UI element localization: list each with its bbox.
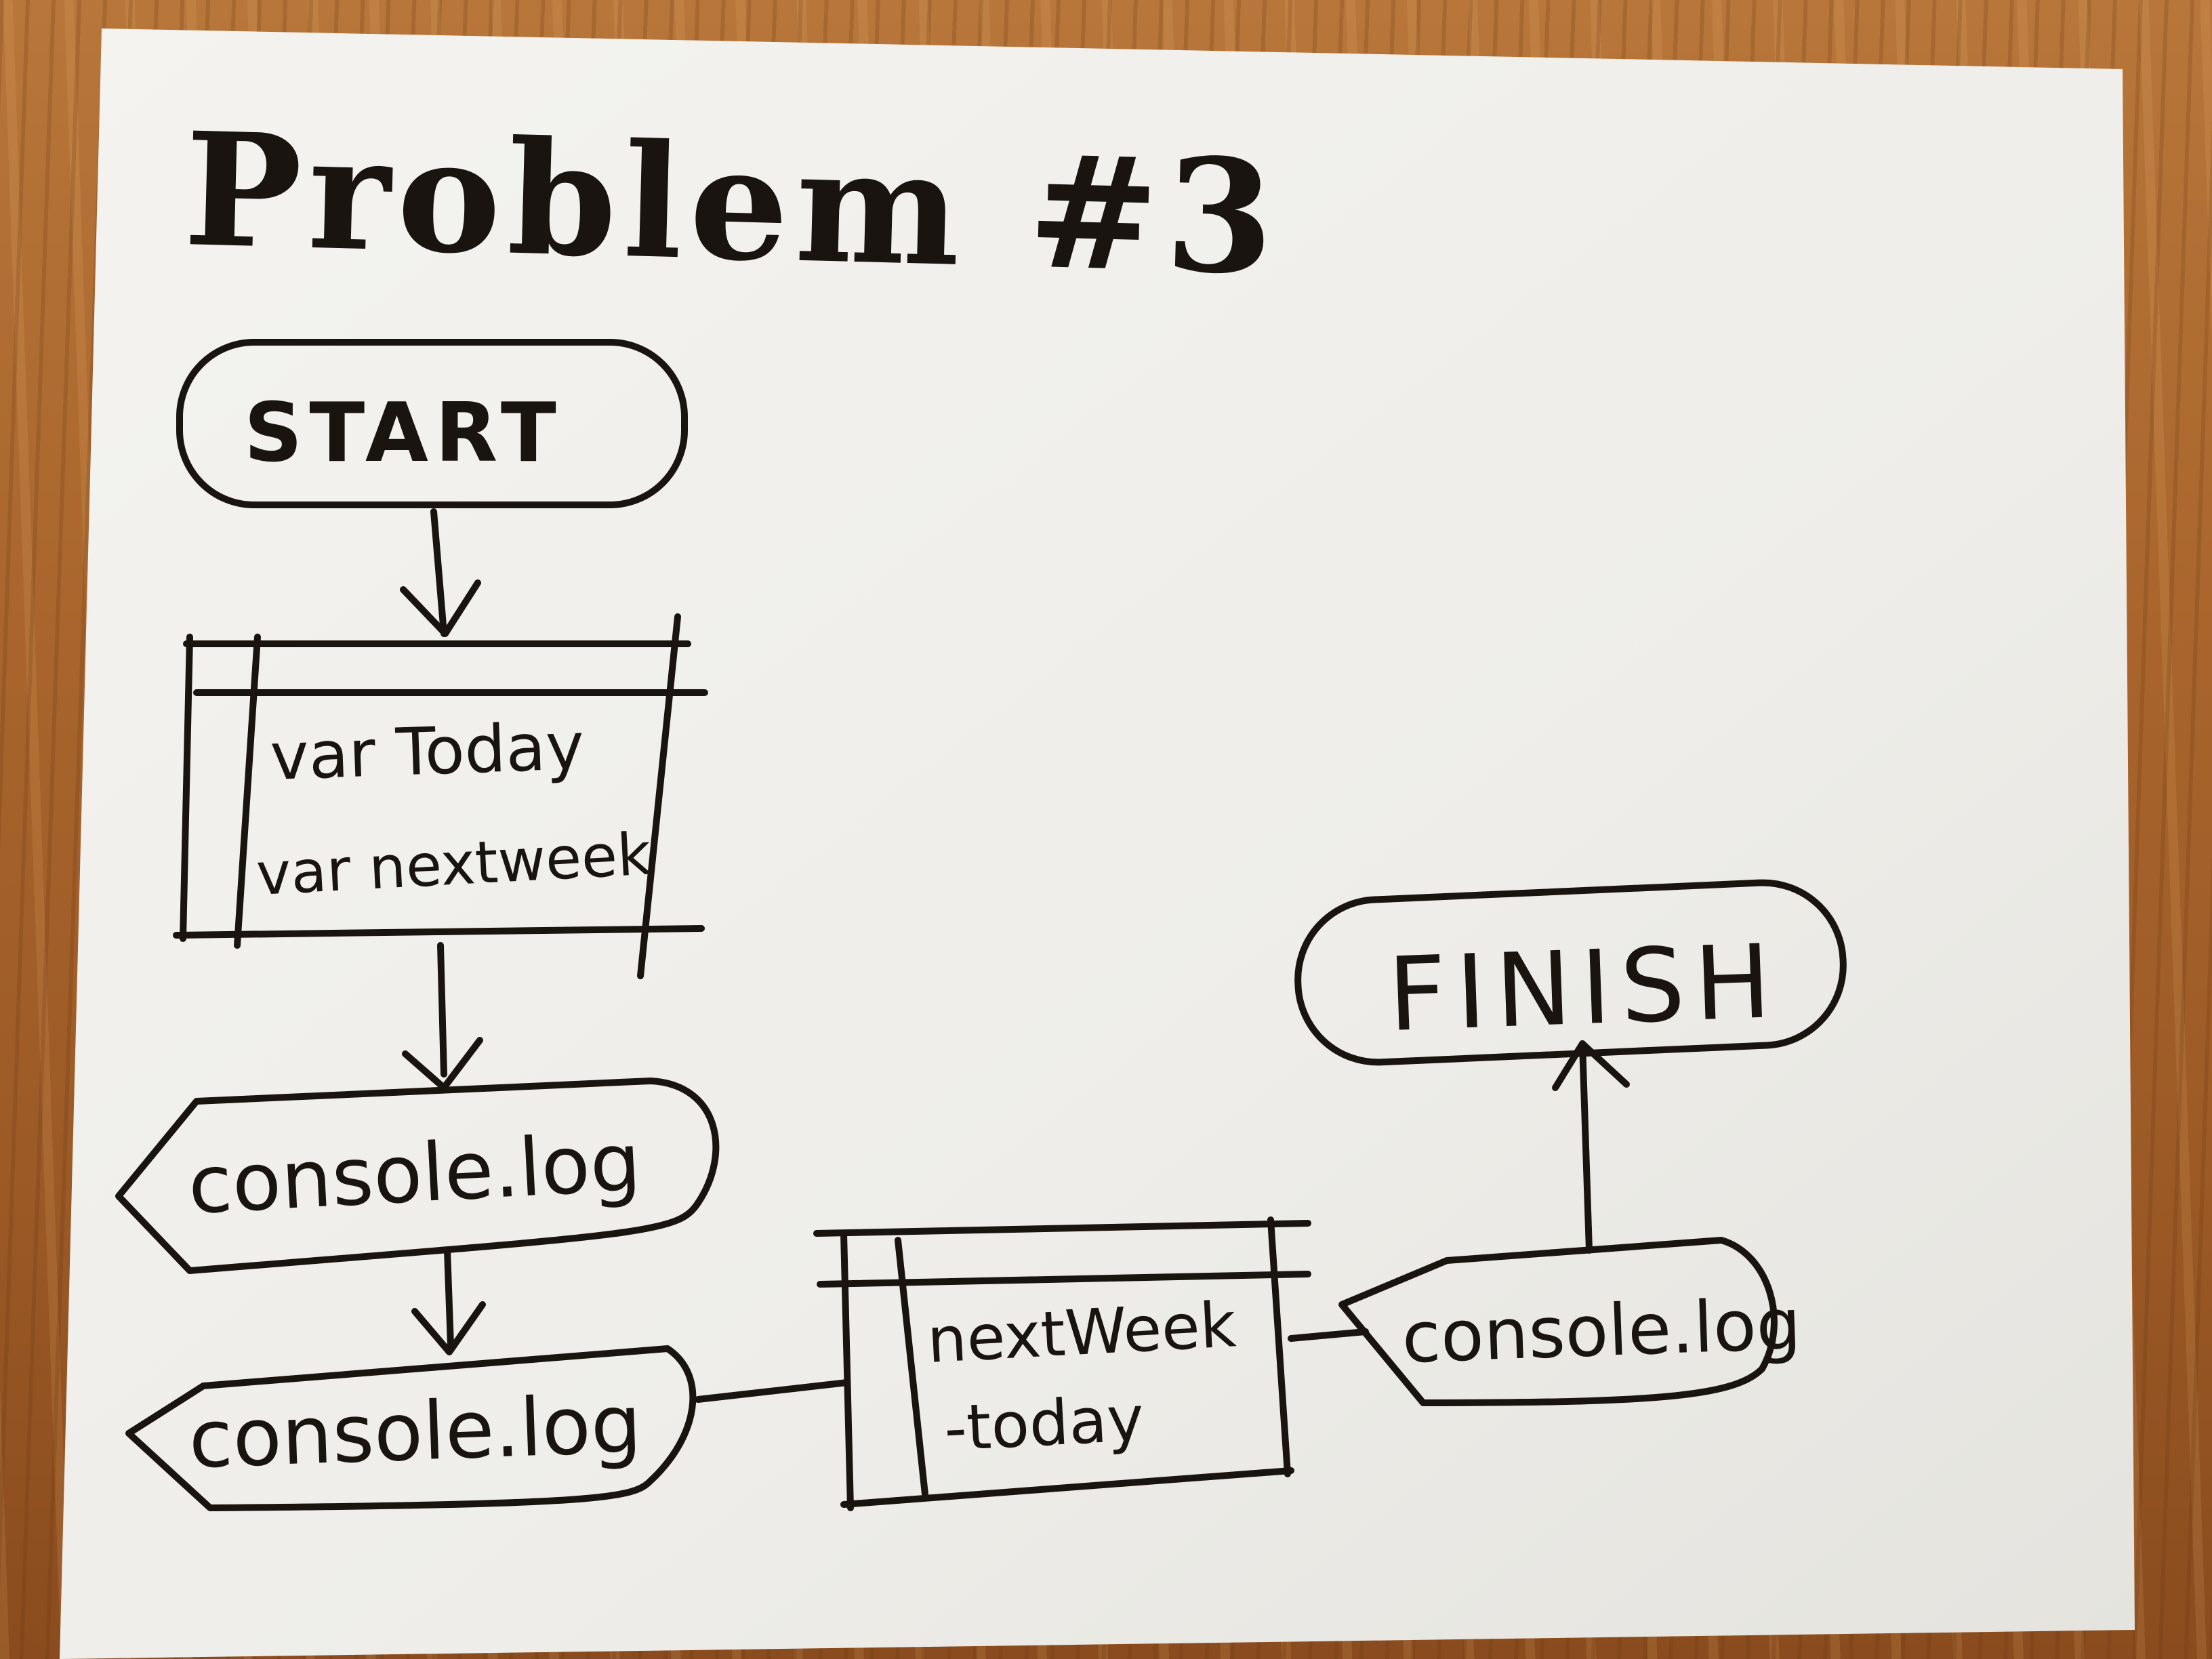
start-terminator [176, 339, 688, 508]
output1-display-shape [115, 1078, 720, 1274]
arrowhead-finish [1552, 1040, 1630, 1091]
compute-label-line1: nextWeek [926, 1288, 1239, 1377]
compute-process-box [813, 1216, 1311, 1511]
arrowhead-vars [400, 579, 481, 637]
finish-terminator [1294, 879, 1847, 1066]
connector-compute-to-output3 [1288, 1328, 1369, 1342]
connector-output1-to-output2 [444, 1247, 454, 1349]
finish-label: FINISH [1386, 923, 1782, 1054]
output3-display-shape [1338, 1237, 1778, 1406]
output3-label: console.log [1401, 1283, 1803, 1379]
connector-output3-to-finish [1579, 1040, 1593, 1254]
connector-output2-to-compute [695, 1379, 851, 1403]
page-title: Problem #3 [182, 98, 1284, 310]
start-label: START [244, 386, 563, 480]
vars-process-box [173, 613, 708, 979]
connector-start-to-vars [430, 508, 447, 637]
output2-label: console.log [187, 1377, 643, 1486]
compute-label-line2: -today [943, 1382, 1146, 1465]
vars-label-line1: var Today [269, 708, 586, 795]
arrowhead-output2 [411, 1301, 486, 1355]
output2-display-shape [125, 1345, 697, 1511]
connector-vars-to-output1 [437, 942, 447, 1078]
